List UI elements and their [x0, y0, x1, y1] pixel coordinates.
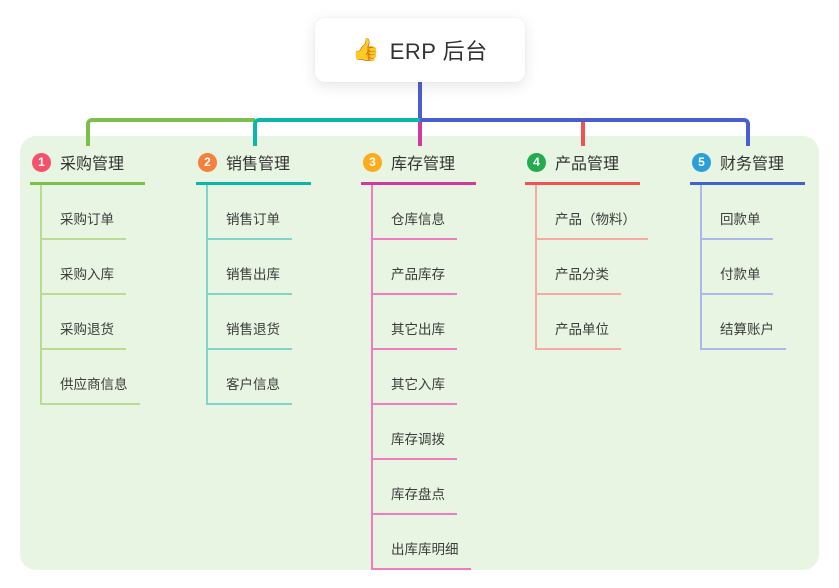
thumbs-up-icon: 👍	[352, 37, 380, 62]
branch-items: 回款单 付款单 结算账户	[700, 185, 805, 350]
node-item[interactable]: 其它出库	[373, 295, 457, 350]
node-item[interactable]: 采购订单	[42, 185, 126, 240]
node-item[interactable]: 产品（物料）	[537, 185, 648, 240]
root-connector-line	[418, 82, 422, 120]
branch-title-label: 财务管理	[720, 156, 785, 173]
branch-title-inventory[interactable]: 3 库存管理	[361, 146, 476, 185]
root-node[interactable]: 👍 ERP 后台	[315, 18, 525, 82]
branch-sales: 2 销售管理 销售订单 销售出库 销售退货 客户信息	[196, 146, 311, 405]
branch-title-label: 采购管理	[60, 156, 125, 173]
branch-title-label: 库存管理	[391, 156, 456, 173]
branch-number-badge: 1	[32, 152, 51, 172]
node-item[interactable]: 客户信息	[208, 350, 292, 405]
node-item[interactable]: 出库库明细	[373, 515, 471, 570]
branch-title-sales[interactable]: 2 销售管理	[196, 146, 311, 185]
branch-title-product[interactable]: 4 产品管理	[525, 146, 640, 185]
branch-items: 采购订单 采购入库 采购退货 供应商信息	[40, 185, 145, 405]
connector-bus-green	[86, 118, 255, 146]
branch-items: 产品（物料） 产品分类 产品单位	[535, 185, 648, 350]
branch-items: 销售订单 销售出库 销售退货 客户信息	[206, 185, 311, 405]
node-item[interactable]: 产品单位	[537, 295, 621, 350]
node-item[interactable]: 产品分类	[537, 240, 621, 295]
branch-items: 仓库信息 产品库存 其它出库 其它入库 库存调拨 库存盘点 出库库明细	[371, 185, 476, 570]
connector-bus-blue	[420, 118, 750, 146]
node-item[interactable]: 其它入库	[373, 350, 457, 405]
branch-purchase: 1 采购管理 采购订单 采购入库 采购退货 供应商信息	[30, 146, 145, 405]
node-item[interactable]: 结算账户	[702, 295, 786, 350]
branch-finance: 5 财务管理 回款单 付款单 结算账户	[690, 146, 805, 350]
branch-inventory: 3 库存管理 仓库信息 产品库存 其它出库 其它入库 库存调拨 库存盘点 出库库…	[361, 146, 476, 570]
connector-bus-teal	[253, 118, 420, 146]
node-item[interactable]: 销售出库	[208, 240, 292, 295]
node-item[interactable]: 销售退货	[208, 295, 292, 350]
node-item[interactable]: 库存调拨	[373, 405, 457, 460]
node-item[interactable]: 产品库存	[373, 240, 457, 295]
connector-drop-product	[581, 122, 585, 146]
node-item[interactable]: 库存盘点	[373, 460, 457, 515]
root-node-label: ERP 后台	[389, 39, 488, 64]
branch-title-finance[interactable]: 5 财务管理	[690, 146, 805, 185]
node-item[interactable]: 仓库信息	[373, 185, 457, 240]
branch-title-purchase[interactable]: 1 采购管理	[30, 146, 145, 185]
branch-title-label: 产品管理	[555, 156, 620, 173]
branch-number-badge: 4	[527, 152, 546, 172]
node-item[interactable]: 付款单	[702, 240, 773, 295]
branch-title-label: 销售管理	[226, 156, 291, 173]
background-panel	[20, 136, 819, 570]
branch-product: 4 产品管理 产品（物料） 产品分类 产品单位	[525, 146, 648, 350]
node-item[interactable]: 供应商信息	[42, 350, 140, 405]
node-item[interactable]: 销售订单	[208, 185, 292, 240]
connector-drop-inventory	[418, 122, 422, 146]
node-item[interactable]: 采购退货	[42, 295, 126, 350]
node-item[interactable]: 回款单	[702, 185, 773, 240]
branch-number-badge: 5	[692, 152, 711, 172]
node-item[interactable]: 采购入库	[42, 240, 126, 295]
branch-number-badge: 2	[198, 152, 217, 172]
branch-number-badge: 3	[363, 152, 382, 172]
